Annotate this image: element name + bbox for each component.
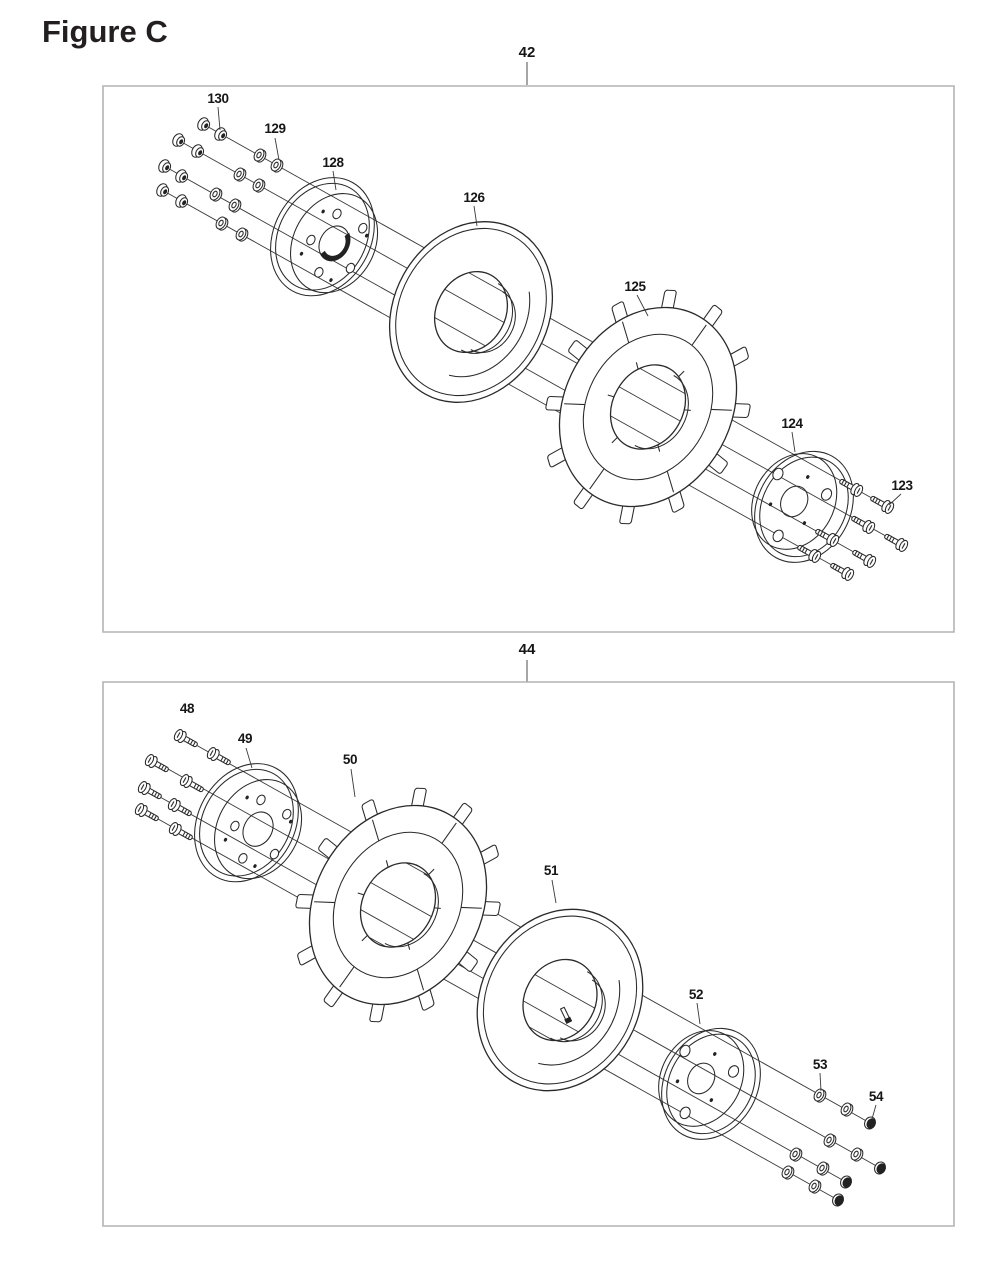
flange-nut — [189, 142, 207, 161]
washer — [811, 1086, 829, 1105]
part-label-54: 54 — [869, 1089, 884, 1104]
lock-nut — [829, 1191, 847, 1209]
label-leader — [351, 769, 355, 797]
part-label-49: 49 — [238, 731, 252, 746]
label-leader — [333, 171, 336, 190]
hex-bolt — [849, 545, 878, 570]
rim-128 — [249, 158, 401, 318]
part-label-52: 52 — [689, 987, 703, 1002]
part-label-50: 50 — [343, 752, 357, 767]
washer — [779, 1163, 797, 1182]
part-label-129: 129 — [264, 121, 285, 136]
part-label-126: 126 — [463, 190, 485, 205]
part-label-53: 53 — [813, 1057, 828, 1072]
hex-bolt — [178, 772, 207, 797]
washer — [806, 1177, 824, 1196]
washer — [268, 156, 286, 175]
lock-nut — [871, 1159, 889, 1177]
flange-nut — [170, 131, 188, 150]
hex-bolt — [827, 558, 856, 583]
hex-bolt — [867, 491, 896, 516]
label-leader — [552, 880, 556, 903]
hex-bolt — [136, 779, 165, 804]
lock-nut — [861, 1114, 879, 1132]
flange-nut — [173, 192, 191, 211]
rim-49 — [173, 744, 325, 904]
hex-bolt — [881, 529, 910, 554]
hex-bolt — [205, 745, 234, 770]
panel-42-box — [103, 86, 954, 632]
figure-title: Figure C — [42, 14, 168, 49]
label-leader — [872, 1105, 876, 1119]
washer — [787, 1145, 805, 1164]
flange-nut — [195, 115, 213, 134]
hex-bolt — [143, 752, 172, 777]
label-leader — [218, 107, 220, 130]
label-leader — [820, 1073, 821, 1091]
hex-bolt — [133, 801, 162, 826]
hex-bolt — [166, 796, 195, 821]
lock-nut — [837, 1173, 855, 1191]
washer — [251, 146, 269, 165]
rim-124 — [730, 430, 874, 581]
label-leader — [474, 206, 477, 226]
valve-stem — [555, 1005, 573, 1024]
label-leader — [792, 432, 795, 452]
flange-nut — [156, 157, 174, 176]
washer — [814, 1159, 832, 1178]
hex-bolt — [848, 511, 877, 536]
part-label-128: 128 — [322, 155, 344, 170]
part-label-123: 123 — [891, 478, 913, 493]
part-label-125: 125 — [624, 279, 646, 294]
flange-nut — [173, 167, 191, 186]
washer — [226, 196, 244, 215]
washer — [213, 214, 231, 233]
panel-callout-42: 42 — [519, 44, 536, 61]
part-label-51: 51 — [544, 863, 559, 878]
part-label-130: 130 — [207, 91, 228, 106]
washer — [233, 225, 251, 244]
panel-callout-44: 44 — [519, 641, 536, 658]
assembly-44: 48 49 50 51 52 53 54 — [133, 701, 889, 1209]
part-label-48: 48 — [180, 701, 195, 716]
washer — [838, 1100, 856, 1119]
label-leader — [637, 295, 648, 316]
washer — [848, 1145, 866, 1164]
part-label-124: 124 — [781, 416, 803, 431]
label-leader — [697, 1003, 700, 1024]
panel-44-box — [103, 682, 954, 1226]
rim-52 — [637, 1007, 781, 1158]
washer — [207, 185, 225, 204]
hex-bolt — [167, 820, 196, 845]
hex-bolt — [172, 727, 201, 752]
label-leader — [889, 494, 901, 505]
tube-126 — [357, 191, 585, 433]
washer — [231, 165, 249, 184]
label-leader — [246, 748, 252, 768]
assembly-42: 130 129 128 126 125 124 123 — [154, 91, 914, 583]
washer — [250, 176, 268, 195]
flange-nut — [212, 125, 230, 144]
label-leader — [275, 138, 279, 160]
flange-nut — [154, 181, 172, 200]
washer — [821, 1131, 839, 1150]
